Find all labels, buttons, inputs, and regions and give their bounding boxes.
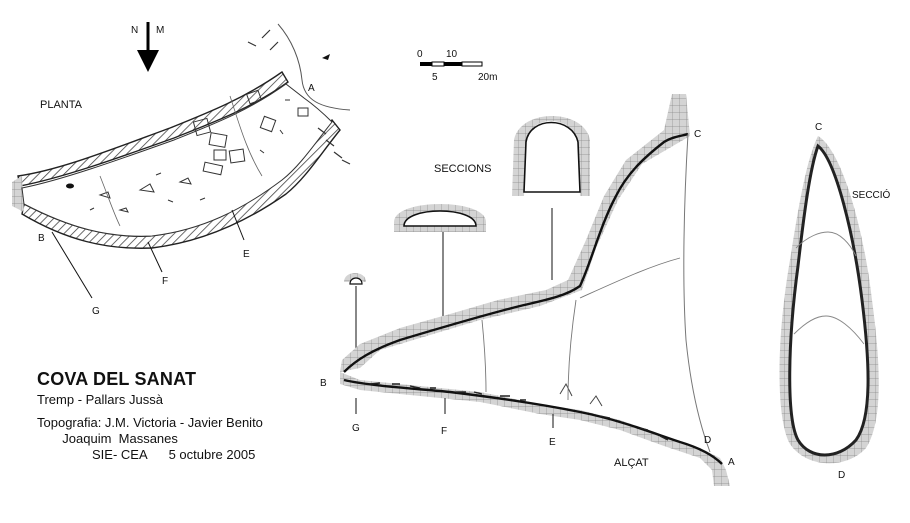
elevation-floor-debris <box>369 382 669 441</box>
magnetic-label: M <box>156 25 164 36</box>
plan-label: PLANTA <box>40 99 83 111</box>
plan-leader-g <box>51 231 93 299</box>
cave-location: Tremp - Pallars Jussà <box>37 392 163 407</box>
section-f <box>403 210 477 227</box>
elevation-point-e: E <box>549 437 556 448</box>
elevation-floor-line <box>343 378 723 465</box>
scale-label-10: 10 <box>446 49 458 60</box>
elevation-contour-2 <box>567 299 577 401</box>
elevation-point-a: A <box>728 457 735 468</box>
sections-label: SECCIONS <box>434 163 491 175</box>
elevation-roof-line <box>343 132 689 373</box>
plan-point-e: E <box>243 249 250 260</box>
plan-floor <box>21 83 333 237</box>
plan-contour-1 <box>229 95 263 177</box>
plan-north-wall <box>17 70 289 187</box>
elevation-point-b: B <box>320 378 327 389</box>
cave-name: COVA DEL SANAT <box>37 369 197 389</box>
credits-line-2: Joaquim Massanes <box>37 431 178 446</box>
scale-label-20m: 20m <box>478 72 497 83</box>
plan-entrance-b <box>12 176 24 212</box>
sections-group: SECCIONS <box>344 116 590 356</box>
plan-leader-f <box>147 241 163 273</box>
elevation-contour-1 <box>579 257 681 299</box>
plan-dark-spot <box>66 183 74 189</box>
title-block: COVA DEL SANAT Tremp - Pallars Jussà Top… <box>37 369 337 463</box>
elevation-point-c: C <box>694 129 701 140</box>
north-label: N <box>131 25 138 36</box>
cross-section-view: C D SECCIÓ <box>779 122 891 481</box>
scale-label-0: 0 <box>417 49 423 60</box>
elevation-contour-3 <box>481 319 487 393</box>
scale-bar: 0 10 5 20m <box>417 49 497 83</box>
cross-section-label: SECCIÓ <box>852 188 891 201</box>
elevation-floor-blocks <box>559 382 603 407</box>
elevation-roof-band <box>340 94 690 372</box>
plan-contour-2 <box>99 175 121 227</box>
elevation-floor-band <box>340 372 730 486</box>
plan-view: PLANTA <box>12 23 351 317</box>
elevation-label: ALÇAT <box>614 457 649 469</box>
elevation-point-d: D <box>704 435 711 446</box>
elevation-surface-line <box>683 133 711 453</box>
credits-line-3: SIE- CEA 5 octubre 2005 <box>92 447 256 462</box>
cross-section-point-c: C <box>815 122 822 133</box>
cross-section-contour-1 <box>795 231 857 257</box>
credits-line-1: Topografia: J.M. Victoria - Javier Benit… <box>37 415 263 430</box>
cross-section-contour-2 <box>793 315 865 345</box>
plan-point-a: A <box>308 83 315 94</box>
plan-point-g: G <box>92 306 100 317</box>
plan-cliff-ticks <box>247 29 351 165</box>
plan-point-b: B <box>38 233 45 244</box>
cross-section-point-d: D <box>838 470 845 481</box>
north-arrow: N M <box>131 22 164 72</box>
elevation-view: B C D A G F E ALÇAT <box>320 94 735 486</box>
section-g <box>349 277 363 285</box>
arrow-down-icon <box>137 50 159 72</box>
plan-point-f: F <box>162 276 168 287</box>
scale-label-5: 5 <box>432 72 438 83</box>
elevation-point-g: G <box>352 423 360 434</box>
plan-boulders <box>89 89 309 213</box>
plan-leader-e <box>231 209 245 241</box>
cross-section-outline <box>788 143 870 457</box>
plan-terrain-a <box>277 23 351 111</box>
credits: Topografia: J.M. Victoria - Javier Benit… <box>37 415 337 463</box>
section-e <box>523 121 581 193</box>
plan-entrance-arrow-icon <box>322 54 330 60</box>
section-e-grid <box>512 116 590 196</box>
elevation-point-f: F <box>441 426 447 437</box>
